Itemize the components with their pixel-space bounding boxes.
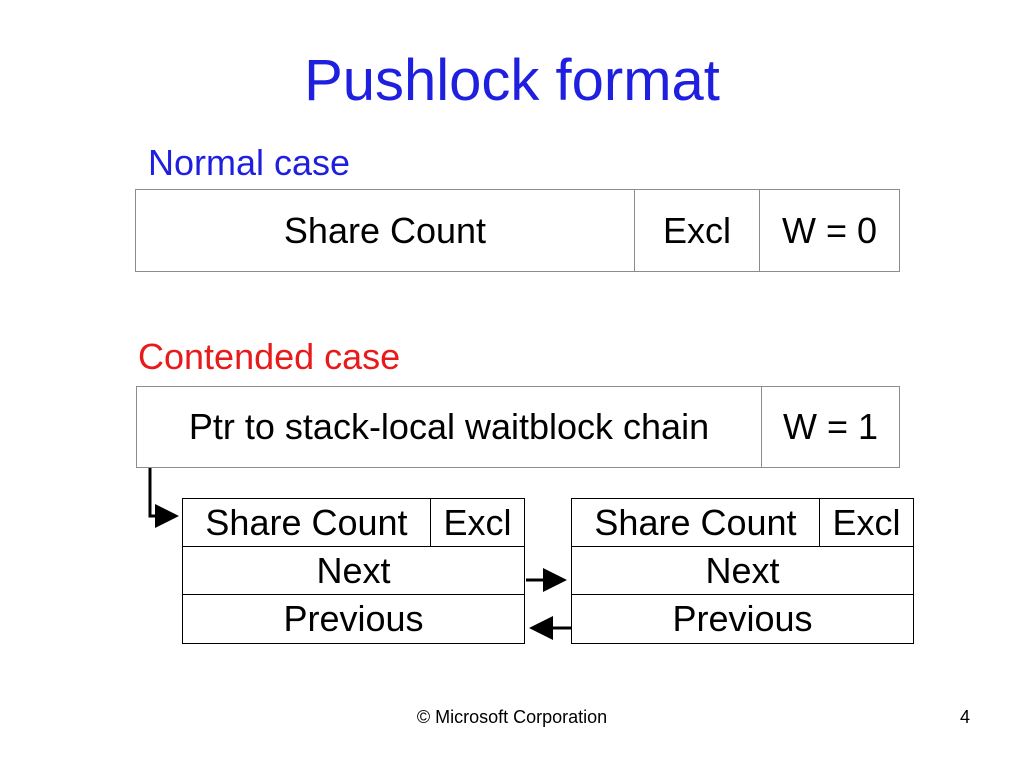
contended-case-label: Contended case <box>138 336 401 377</box>
contended-ptr-field: Ptr to stack-local waitblock chain <box>188 406 710 447</box>
waitblock-2-next: Next <box>572 547 913 595</box>
footer-copyright: © Microsoft Corporation <box>416 707 608 727</box>
normal-w-field: W = 0 <box>759 190 899 271</box>
slide-title: Pushlock format <box>304 48 720 113</box>
waitblock-1-share-count: Share Count <box>183 499 431 546</box>
waitblock-1-header-row: Share Count Excl <box>183 499 524 547</box>
waitblock-1-next: Next <box>183 547 524 595</box>
waitblock-2-previous: Previous <box>672 598 813 639</box>
waitblock-1-previous: Previous <box>283 598 424 639</box>
normal-case-label: Normal case <box>148 142 351 183</box>
waitblock-2: Share Count Excl Next Previous <box>571 498 914 644</box>
normal-excl-field: Excl <box>634 190 759 271</box>
normal-case-field-row: Share Count Excl W = 0 <box>135 189 900 272</box>
normal-share-count-field: Share Count <box>283 209 487 251</box>
waitblock-1: Share Count Excl Next Previous <box>182 498 525 644</box>
ptr-to-waitblock-arrow <box>148 468 179 528</box>
waitblock-2-header-row: Share Count Excl <box>572 499 913 547</box>
waitblock-1-excl: Excl <box>443 501 512 543</box>
contended-case-field-row: Ptr to stack-local waitblock chain W = 1 <box>136 386 900 468</box>
waitblock-2-excl: Excl <box>832 501 901 543</box>
contended-w-field: W = 1 <box>761 387 899 467</box>
waitblock-2-share-count: Share Count <box>572 499 820 546</box>
slide-number: 4 <box>959 707 970 727</box>
